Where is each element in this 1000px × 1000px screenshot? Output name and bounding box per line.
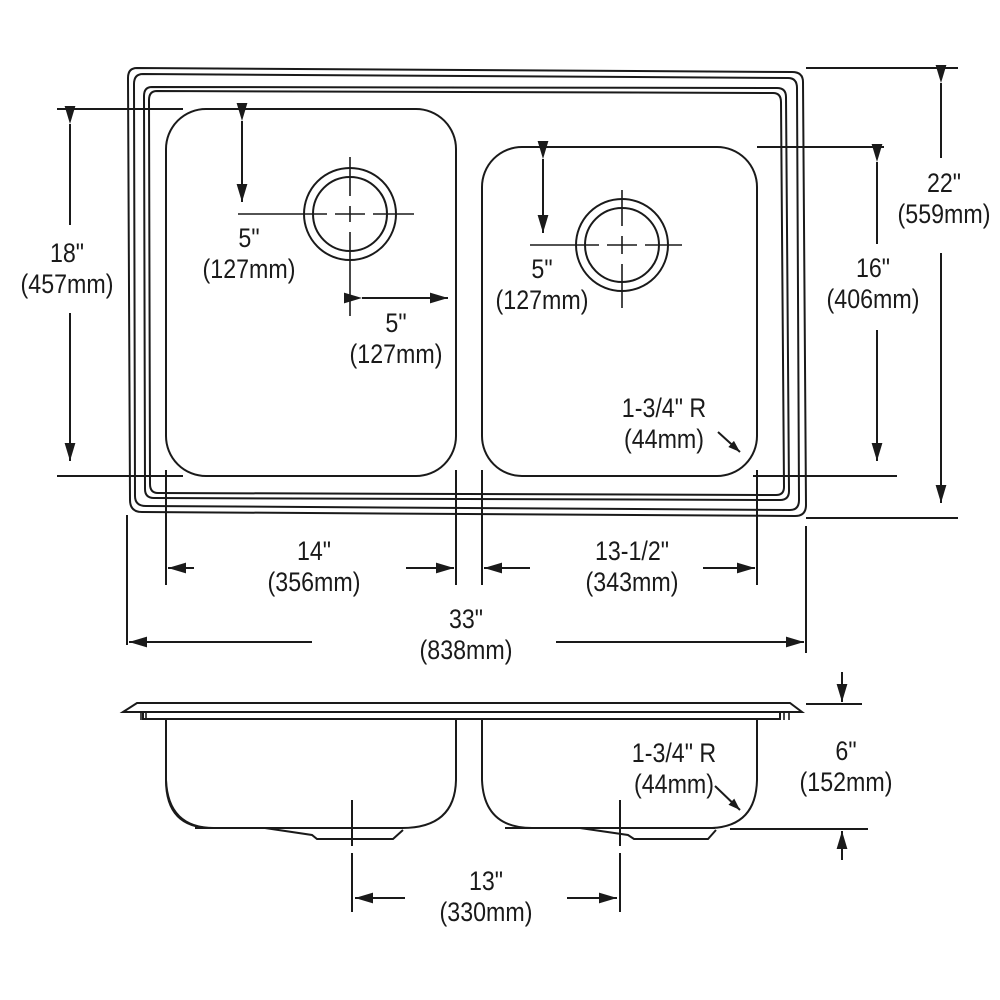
corner-radius-imperial: 1-3/4" R [621, 393, 707, 423]
label-left-bowl-width: 14" (356mm) [268, 536, 361, 598]
corner-radius-metric: (44mm) [624, 424, 704, 454]
sink-rim-outline [126, 66, 808, 518]
right-drain-icon [530, 190, 682, 308]
label-right-bowl-width: 13-1/2" (343mm) [586, 536, 679, 598]
side-corner-radius-arrow [714, 785, 741, 811]
side-corner-radius-imperial: 1-3/4" R [631, 738, 717, 768]
left-bowl-depth-imperial: 18" [49, 238, 85, 268]
left-drain-back-metric: (127mm) [202, 254, 296, 284]
drain-spacing-imperial: 13" [468, 866, 504, 896]
right-drain-back-imperial: 5" [531, 254, 553, 284]
left-drain-side-imperial: 5" [385, 308, 407, 338]
dim-right-bowl-depth [753, 144, 897, 477]
overall-depth-metric: (559mm) [897, 199, 991, 229]
label-right-drain-back: 5" (127mm) [496, 254, 589, 316]
right-bowl-width-metric: (343mm) [585, 567, 679, 597]
bowl-depth-metric: (152mm) [799, 767, 893, 797]
side-view [119, 672, 868, 912]
overall-width-imperial: 33" [448, 604, 484, 634]
label-left-bowl-depth: 18" (457mm) [21, 238, 114, 300]
label-overall-depth: 22" (559mm) [898, 168, 991, 230]
overall-width-metric: (838mm) [419, 635, 513, 665]
label-left-drain-back: 5" (127mm) [203, 223, 296, 285]
right-bowl-depth-metric: (406mm) [826, 284, 920, 314]
left-bowl-width-imperial: 14" [296, 536, 332, 566]
label-side-corner-radius: 1-3/4" R (44mm) [632, 738, 716, 800]
label-overall-width: 33" (838mm) [420, 604, 513, 666]
label-corner-radius: 1-3/4" R (44mm) [622, 393, 706, 455]
right-bowl-depth-imperial: 16" [855, 253, 891, 283]
left-bowl-width-metric: (356mm) [267, 567, 361, 597]
label-right-bowl-depth: 16" (406mm) [827, 253, 920, 315]
label-left-drain-side: 5" (127mm) [350, 308, 443, 370]
right-drain-back-metric: (127mm) [495, 285, 589, 315]
left-bowl [165, 108, 457, 477]
dim-overall-depth [806, 65, 958, 519]
side-corner-radius-metric: (44mm) [634, 769, 714, 799]
label-bowl-depth: 6" (152mm) [800, 736, 893, 798]
width-extension-lines [126, 470, 807, 653]
plan-view [57, 65, 958, 653]
corner-radius-arrow [717, 431, 741, 453]
bowl-depth-imperial: 6" [835, 736, 857, 766]
left-drain-icon [238, 157, 414, 316]
label-drain-spacing: 13" (330mm) [440, 866, 533, 928]
right-bowl [481, 146, 758, 477]
left-drain-back-imperial: 5" [238, 223, 260, 253]
drain-spacing-metric: (330mm) [439, 897, 533, 927]
left-bowl-profile [165, 720, 305, 829]
dim-left-bowl-depth [57, 106, 183, 477]
left-drain-side-metric: (127mm) [349, 339, 443, 369]
dim-bowl-depth [730, 672, 868, 860]
right-bowl-width-imperial: 13-1/2" [594, 536, 670, 566]
overall-depth-imperial: 22" [926, 168, 962, 198]
left-bowl-depth-metric: (457mm) [20, 269, 114, 299]
